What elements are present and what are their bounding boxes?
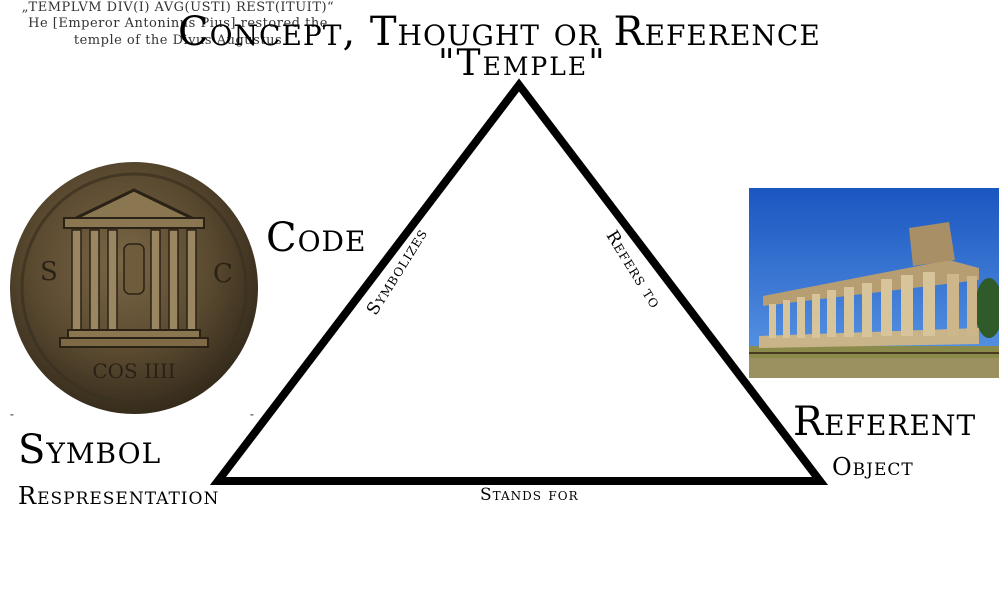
coin-legend: COS IIII bbox=[92, 359, 175, 383]
referent-label: Referent bbox=[793, 399, 977, 445]
concept-term: "Temple" bbox=[438, 43, 607, 84]
page-title: Concept, Thought or Reference bbox=[178, 9, 821, 55]
roman-coin-image: S C COS IIII bbox=[10, 162, 258, 414]
symbol-label: Symbol bbox=[18, 427, 162, 473]
image-mark-right: ▬ bbox=[250, 412, 254, 417]
coin-inscription: „TEMPLVM DIV(I) AVG(USTI) REST(ITUIT)“ H… bbox=[0, 0, 356, 49]
greek-temple-photo bbox=[749, 188, 999, 378]
representation-label: Respresentation bbox=[18, 482, 220, 510]
triangle-outline bbox=[209, 78, 829, 485]
code-label: Code bbox=[266, 215, 367, 261]
coin-letter-s: S bbox=[40, 257, 58, 287]
inscription-translation-1: He [Emperor Antoninus Pius] restored the bbox=[28, 16, 328, 32]
object-label: Object bbox=[832, 453, 914, 481]
inscription-translation-2: temple of the Divus Augustus bbox=[73, 32, 283, 48]
inscription-latin: „TEMPLVM DIV(I) AVG(USTI) REST(ITUIT)“ bbox=[21, 0, 335, 15]
image-mark-left: ▬ bbox=[10, 412, 14, 417]
coin-letter-c: C bbox=[213, 259, 233, 289]
edge-label-stands-for: Stands for bbox=[480, 485, 579, 505]
